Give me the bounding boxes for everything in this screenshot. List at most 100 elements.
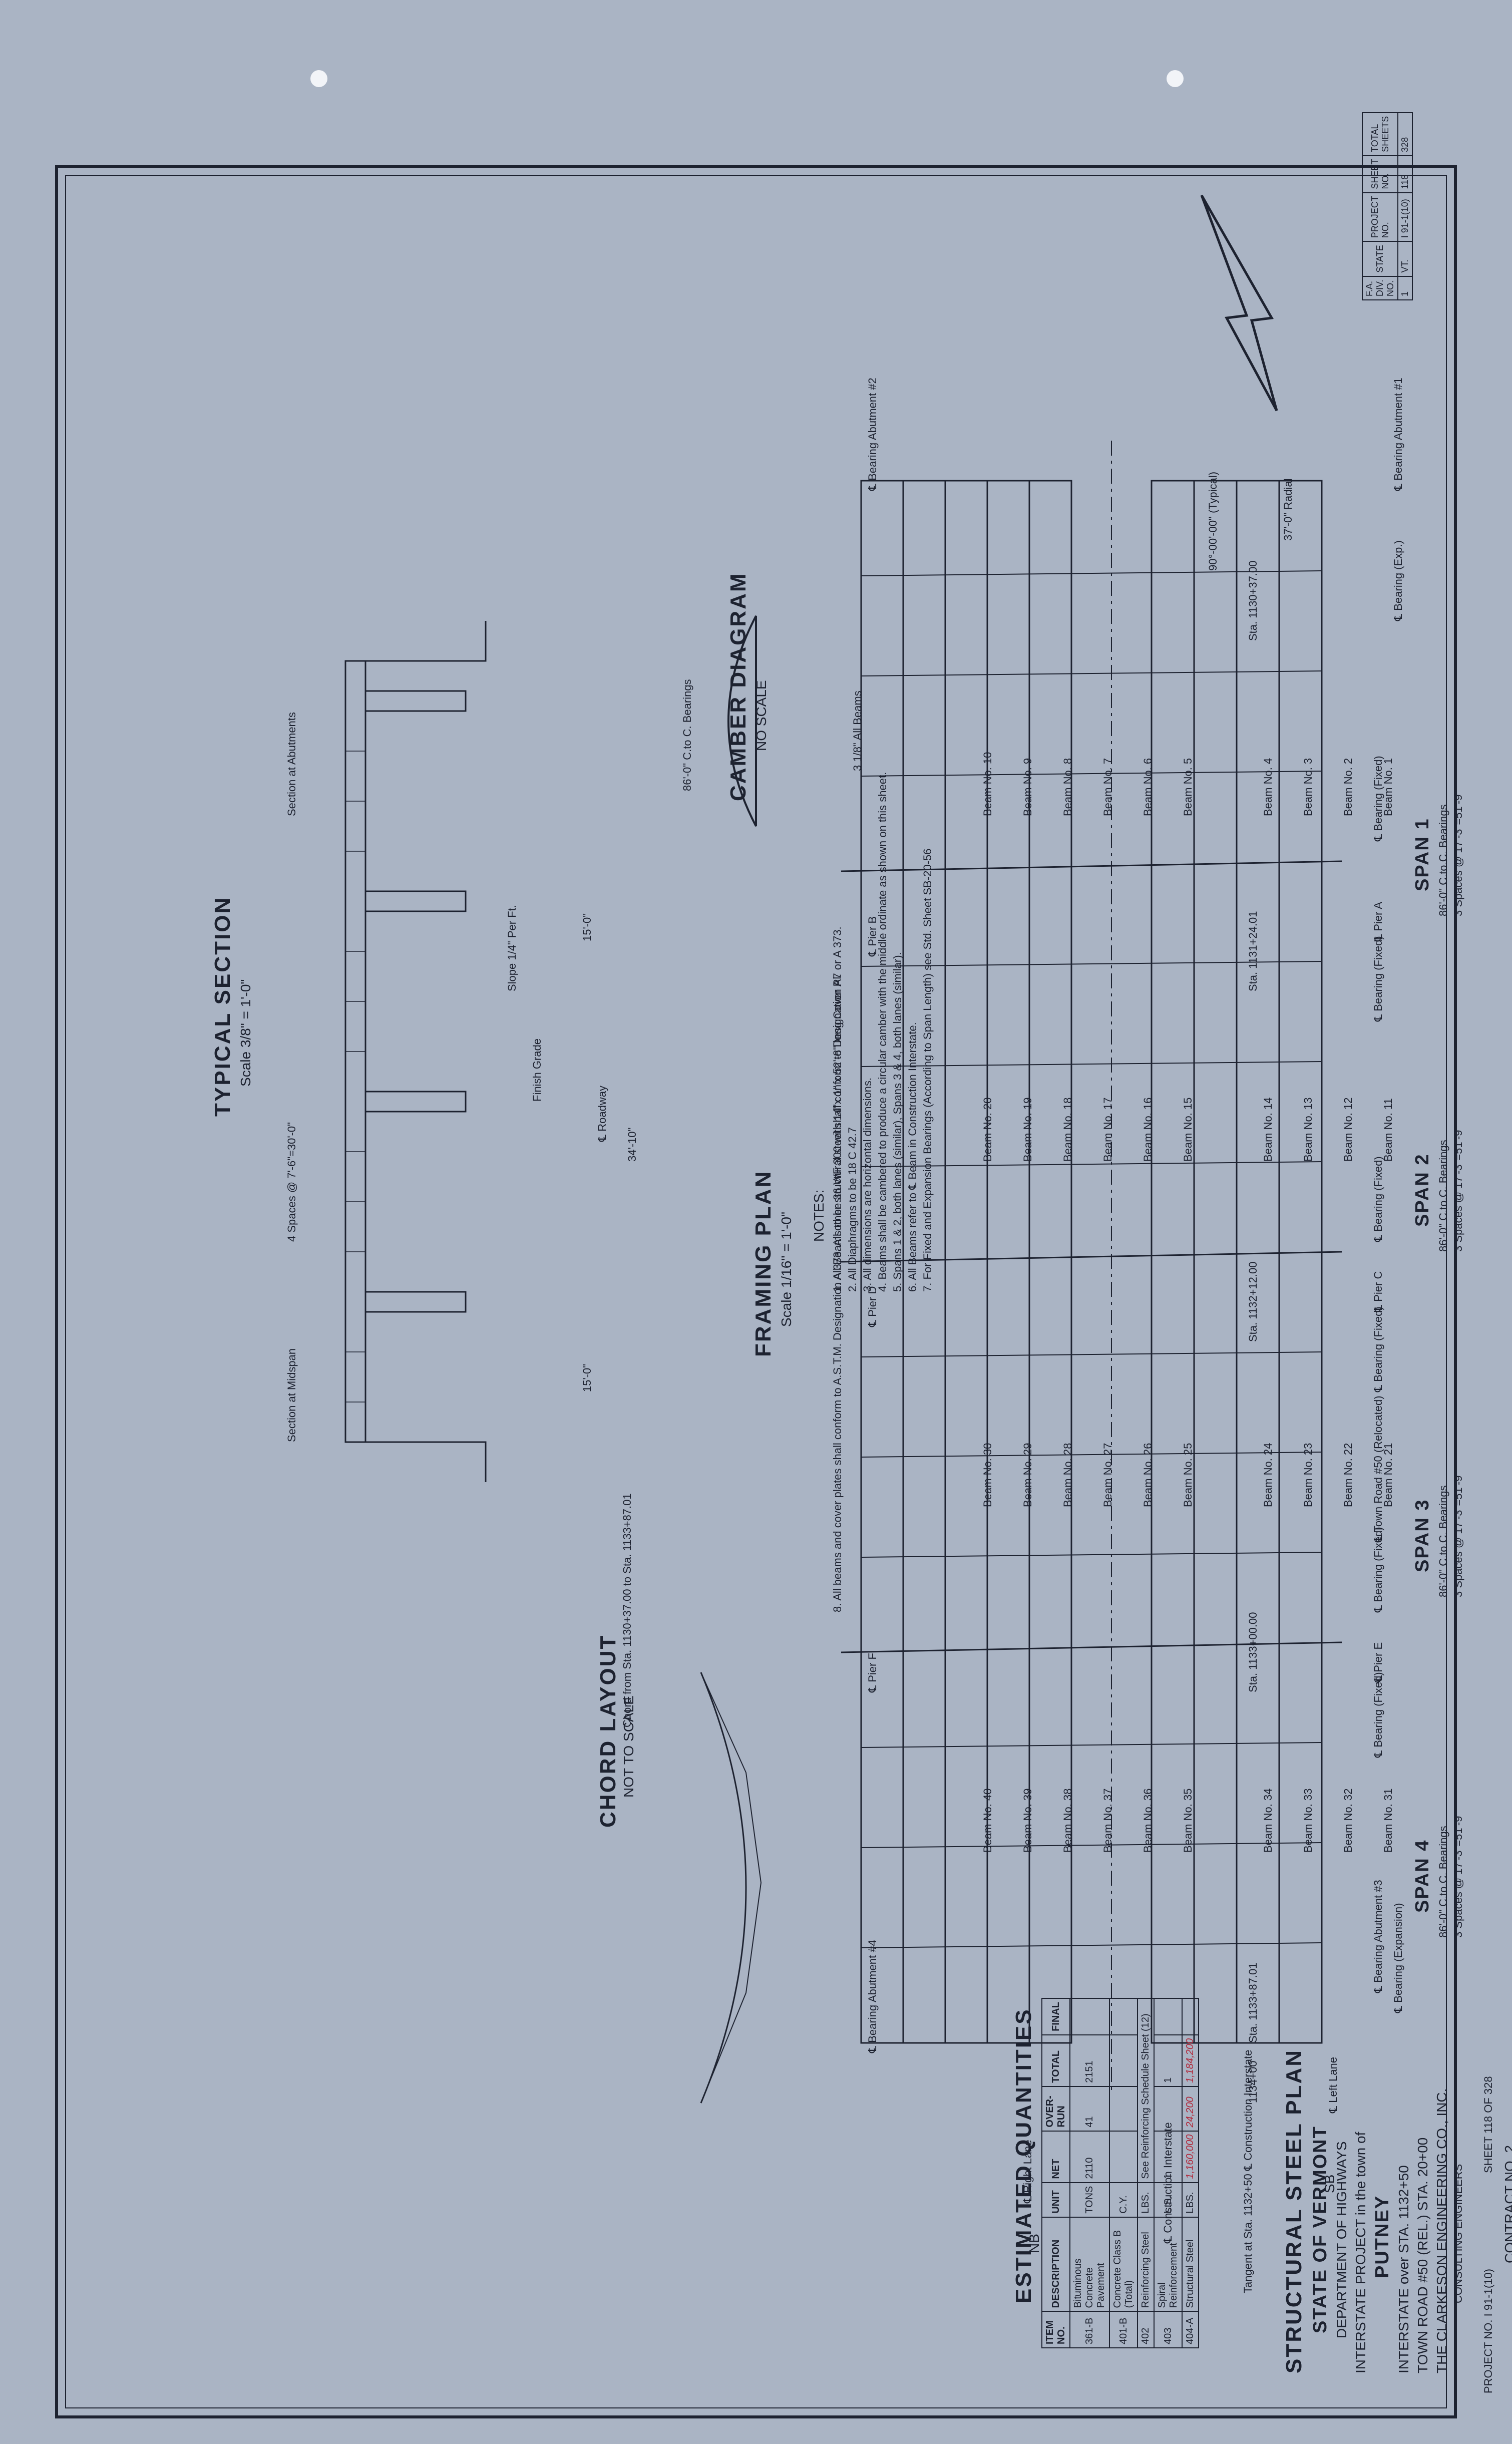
beam-label: Beam No. 24 bbox=[1262, 1443, 1274, 1507]
bearing-label: ℄ Bearing (Fixed) bbox=[1372, 1527, 1384, 1612]
span-4-label: SPAN 4 bbox=[1412, 1839, 1433, 1913]
bearing-label: ℄ Bearing Abutment #3 bbox=[1372, 1880, 1384, 1993]
project-number: PROJECT NO. I 91-1(10) bbox=[1482, 2269, 1494, 2393]
cell bbox=[1109, 1998, 1138, 2035]
state-box-header: F.A. DIV. NO. bbox=[1362, 276, 1398, 300]
station-label: Sta. 1132+12.00 bbox=[1247, 1261, 1259, 1342]
bearing-label: ℄ Bearing Abutment #2 bbox=[866, 378, 879, 491]
typical-angle-label: 90°-00'-00" (Typical) bbox=[1207, 471, 1219, 571]
section-label: Finish Grade bbox=[531, 1038, 543, 1102]
cell: 403 bbox=[1154, 2311, 1182, 2348]
station-label: Sta. 1133+87.01 bbox=[1247, 1962, 1259, 2043]
framing-plan-scale: Scale 1/16" = 1'-0" bbox=[779, 1212, 794, 1327]
cell: Bituminous Concrete Pavement bbox=[1070, 2217, 1109, 2312]
chord-note: Chord from Sta. 1130+37.00 to Sta. 1133+… bbox=[621, 1493, 633, 1727]
cell: Structural Steel bbox=[1182, 2217, 1199, 2312]
north-arrow-icon bbox=[1200, 194, 1278, 412]
span-3-label: SPAN 3 bbox=[1412, 1499, 1433, 1572]
state-box-value: 1 bbox=[1398, 276, 1412, 300]
table-row: 401-B Concrete Class B (Total) C.Y. bbox=[1109, 1998, 1138, 2348]
beam-label: Beam No. 18 bbox=[1061, 1097, 1074, 1162]
state-box-value: 328 bbox=[1398, 112, 1412, 156]
state-box-value: 118 bbox=[1398, 155, 1412, 193]
cell: LBS. bbox=[1182, 2182, 1199, 2217]
quantities-header: FINAL bbox=[1042, 1998, 1070, 2035]
cell: L.S. bbox=[1154, 2182, 1182, 2217]
state-box-value: I 91-1(10) bbox=[1398, 192, 1412, 242]
cell: 1 bbox=[1154, 2034, 1182, 2086]
framing-plan-title: FRAMING PLAN bbox=[751, 1170, 776, 1357]
table-row: 361-B Bituminous Concrete Pavement TONS … bbox=[1070, 1998, 1109, 2348]
quantities-header: OVER-RUN bbox=[1042, 2086, 1070, 2131]
span-4-bearings: 86'-0" C.to.C. Bearings bbox=[1437, 1826, 1449, 1938]
bearing-label: ℄ Town Road #50 (Relocated) bbox=[1372, 1395, 1384, 1542]
beam-label: Beam No. 20 bbox=[981, 1097, 994, 1162]
typical-section-drawing bbox=[344, 621, 487, 1482]
state-project-box: F.A. DIV. NO. STATE PROJECT NO. SHEET NO… bbox=[1362, 112, 1413, 300]
span-4-spacing: 3 Spaces @ 17'-3"=51'-9" bbox=[1452, 1812, 1464, 1938]
quantities-header: ITEM NO. bbox=[1042, 2311, 1070, 2348]
state-box-header: STATE bbox=[1362, 241, 1398, 276]
section-label: 15'-0" bbox=[581, 1363, 593, 1392]
bearing-label: ℄ Bearing (Fixed) bbox=[1372, 756, 1384, 841]
road-line: TOWN ROAD #50 (REL.) STA. 20+00 bbox=[1415, 2137, 1430, 2373]
beam-label: Beam No. 8 bbox=[1061, 758, 1074, 816]
station-label: Sta. 1131+24.01 bbox=[1247, 911, 1259, 991]
table-row: 402 Reinforcing Steel LBS. See Reinforci… bbox=[1138, 1998, 1154, 2348]
note-item: 5. Spans 1 & 2, both lanes (similar), Sp… bbox=[891, 952, 904, 1292]
cell: 361-B bbox=[1070, 2311, 1109, 2348]
station-label: Sta. 1130+37.00 bbox=[1247, 560, 1259, 641]
contract-number: CONTRACT NO. 2 bbox=[1502, 2145, 1512, 2263]
bearing-label: ℄ Bearing (Exp.) bbox=[1392, 540, 1404, 621]
cell: LBS. bbox=[1138, 2182, 1154, 2217]
bearing-label: ℄ Bearing Abutment #4 bbox=[866, 1940, 879, 2053]
span-1-spacing: 3 Spaces @ 17'-3"=51'-9" bbox=[1452, 790, 1464, 916]
note-item: 4. Beams shall be cambered to produce a … bbox=[876, 772, 889, 1292]
cell: 402 bbox=[1138, 2311, 1154, 2348]
firm-subtitle: CONSULTING ENGINEERS bbox=[1452, 2164, 1464, 2303]
bearing-label: ℄ Pier C bbox=[1372, 1271, 1384, 1312]
beam-label: Beam No. 26 bbox=[1142, 1443, 1154, 1507]
cell: Concrete Class B (Total) bbox=[1109, 2217, 1138, 2312]
beam-label: Beam No. 27 bbox=[1101, 1443, 1114, 1507]
cell: - bbox=[1154, 2086, 1182, 2131]
state-box-value: VT. bbox=[1398, 241, 1412, 276]
span-2-label: SPAN 2 bbox=[1412, 1153, 1433, 1227]
table-row: 403 Spiral Reinforcement L.S. 1 - 1 bbox=[1154, 1998, 1182, 2348]
quantities-table: ITEM NO. DESCRIPTION UNIT NET OVER-RUN T… bbox=[1041, 1998, 1199, 2348]
cell bbox=[1109, 2131, 1138, 2183]
bearing-label: ℄ Bearing (Expansion) bbox=[1392, 1903, 1404, 2013]
bearing-label: ℄ Bearing (Fixed) bbox=[1372, 1306, 1384, 1392]
beam-label: Beam No. 38 bbox=[1061, 1788, 1074, 1853]
section-label: Section at Abutments bbox=[285, 712, 298, 816]
cell: C.Y. bbox=[1109, 2182, 1138, 2217]
state-box-header: TOTAL SHEETS bbox=[1362, 112, 1398, 156]
punch-hole-right bbox=[1167, 70, 1184, 87]
quantities-header: UNIT bbox=[1042, 2182, 1070, 2217]
pier-label: ℄ Pier F bbox=[866, 1653, 879, 1692]
table-row: 404-A Structural Steel LBS. 1,160,000 24… bbox=[1182, 1998, 1199, 2348]
camber-value: 3 1/8" All Beams bbox=[851, 690, 864, 771]
chord-title: CHORD LAYOUT bbox=[596, 1634, 620, 1828]
pier-label: ℄ Pier D bbox=[866, 1286, 879, 1327]
beam-label: Beam No. 10 bbox=[981, 752, 994, 816]
radial-label: 37'-0" Radial bbox=[1282, 478, 1294, 541]
bearing-label: ℄ Bearing (Fixed) bbox=[1372, 1672, 1384, 1758]
cell: 1,184,200 bbox=[1182, 2034, 1199, 2086]
camber-scale: NO SCALE bbox=[753, 680, 769, 751]
sheet-number: SHEET 118 OF 328 bbox=[1482, 2076, 1494, 2173]
span-1-bearings: 86'-0" C.to.C. Bearings bbox=[1437, 804, 1449, 916]
state-box-header: SHEET NO. bbox=[1362, 155, 1398, 193]
cell: 401-B bbox=[1109, 2311, 1138, 2348]
cell: Reinforcing Steel bbox=[1138, 2217, 1154, 2312]
section-label: 34'-10" bbox=[626, 1127, 638, 1162]
cell: 41 bbox=[1070, 2086, 1109, 2131]
beam-label: Beam No. 13 bbox=[1302, 1097, 1314, 1162]
beam-label: Beam No. 3 bbox=[1302, 758, 1314, 816]
beam-label: Beam No. 28 bbox=[1061, 1443, 1074, 1507]
cell bbox=[1109, 2034, 1138, 2086]
cell bbox=[1154, 1998, 1182, 2035]
beam-label: Beam No. 32 bbox=[1342, 1788, 1354, 1853]
beam-label: Beam No. 17 bbox=[1101, 1097, 1114, 1162]
beam-label: Beam No. 29 bbox=[1021, 1443, 1034, 1507]
